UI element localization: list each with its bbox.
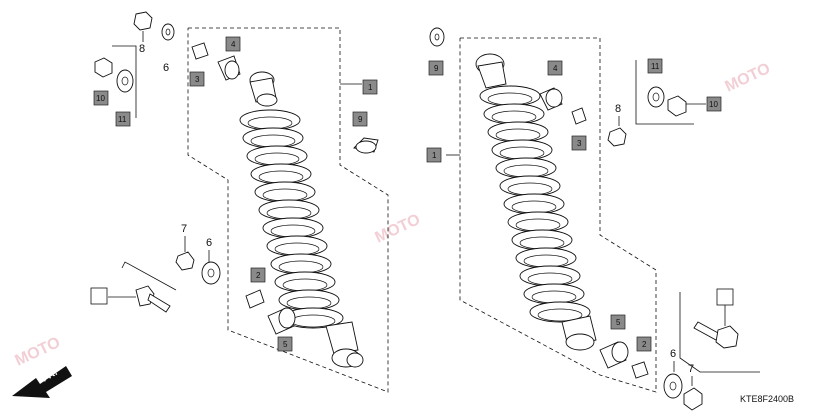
nut-top-left: 8 [133, 11, 153, 55]
washer-low-right: 6 [663, 348, 683, 399]
svg-text:5: 5 [616, 318, 621, 327]
shock-absorber-right [475, 53, 597, 351]
svg-text:6: 6 [670, 348, 676, 360]
bush-b-left: 5 [267, 307, 296, 352]
nut-low-right: 7 [683, 363, 703, 411]
bolt-right [693, 288, 739, 349]
washer-top-left: 6 [161, 23, 175, 74]
collar-b-left: 3 [189, 42, 209, 87]
svg-text:1: 1 [368, 83, 373, 92]
svg-text:9: 9 [434, 64, 439, 73]
bush-a-right: 4 [539, 60, 563, 111]
washer-low-left: 6 [201, 237, 221, 285]
shock-absorber-left [239, 71, 364, 368]
svg-text:3: 3 [577, 139, 582, 148]
shock-label-right: 1 [426, 147, 442, 163]
diagram-code: KTE8F2400B [740, 394, 794, 404]
svg-text:8: 8 [139, 43, 145, 55]
collar-a-right: 2 [631, 336, 652, 379]
washer-b-left: 11 [115, 69, 134, 127]
svg-text:1: 1 [432, 151, 437, 160]
svg-text:11: 11 [651, 62, 660, 71]
svg-text:10: 10 [96, 94, 105, 103]
svg-text:6: 6 [163, 62, 169, 74]
svg-text:9: 9 [358, 115, 363, 124]
washer-b-right: 11 [647, 58, 665, 108]
svg-text:6: 6 [206, 237, 212, 249]
svg-text:10: 10 [709, 100, 718, 109]
svg-text:3: 3 [195, 75, 200, 84]
nut-b-right: 10 [667, 95, 722, 117]
washer-top-right: 9 [428, 27, 445, 76]
svg-text:4: 4 [553, 64, 558, 73]
svg-text:7: 7 [181, 223, 187, 235]
svg-text:2: 2 [256, 271, 261, 280]
collar-b-right: 3 [571, 107, 587, 151]
washer-top-b-left: 9 [352, 111, 379, 154]
svg-text:MOTO: MOTO [13, 334, 63, 370]
svg-text:11: 11 [118, 115, 127, 124]
nut-top-right: 8 [607, 103, 627, 147]
svg-text:8: 8 [615, 103, 621, 115]
front-arrow: FR. [12, 366, 72, 398]
collar-a-left: 2 [245, 267, 266, 309]
svg-text:2: 2 [642, 340, 647, 349]
shock-label-left: 1 [362, 79, 378, 95]
nut-low-left: 7 [175, 223, 195, 271]
svg-text:MOTO: MOTO [373, 211, 423, 247]
svg-text:5: 5 [283, 340, 288, 349]
bolt-left [90, 285, 171, 313]
bush-b-right: 5 [599, 314, 629, 369]
svg-text:4: 4 [231, 40, 236, 49]
left-assembly: 8 6 10 11 3 4 [12, 11, 389, 398]
svg-text:7: 7 [688, 363, 694, 375]
svg-text:MOTO: MOTO [723, 60, 773, 96]
nut-b-left: 10 [93, 57, 113, 106]
bush-a-left: 4 [217, 36, 241, 81]
right-assembly: 9 4 3 1 8 11 [426, 27, 794, 411]
